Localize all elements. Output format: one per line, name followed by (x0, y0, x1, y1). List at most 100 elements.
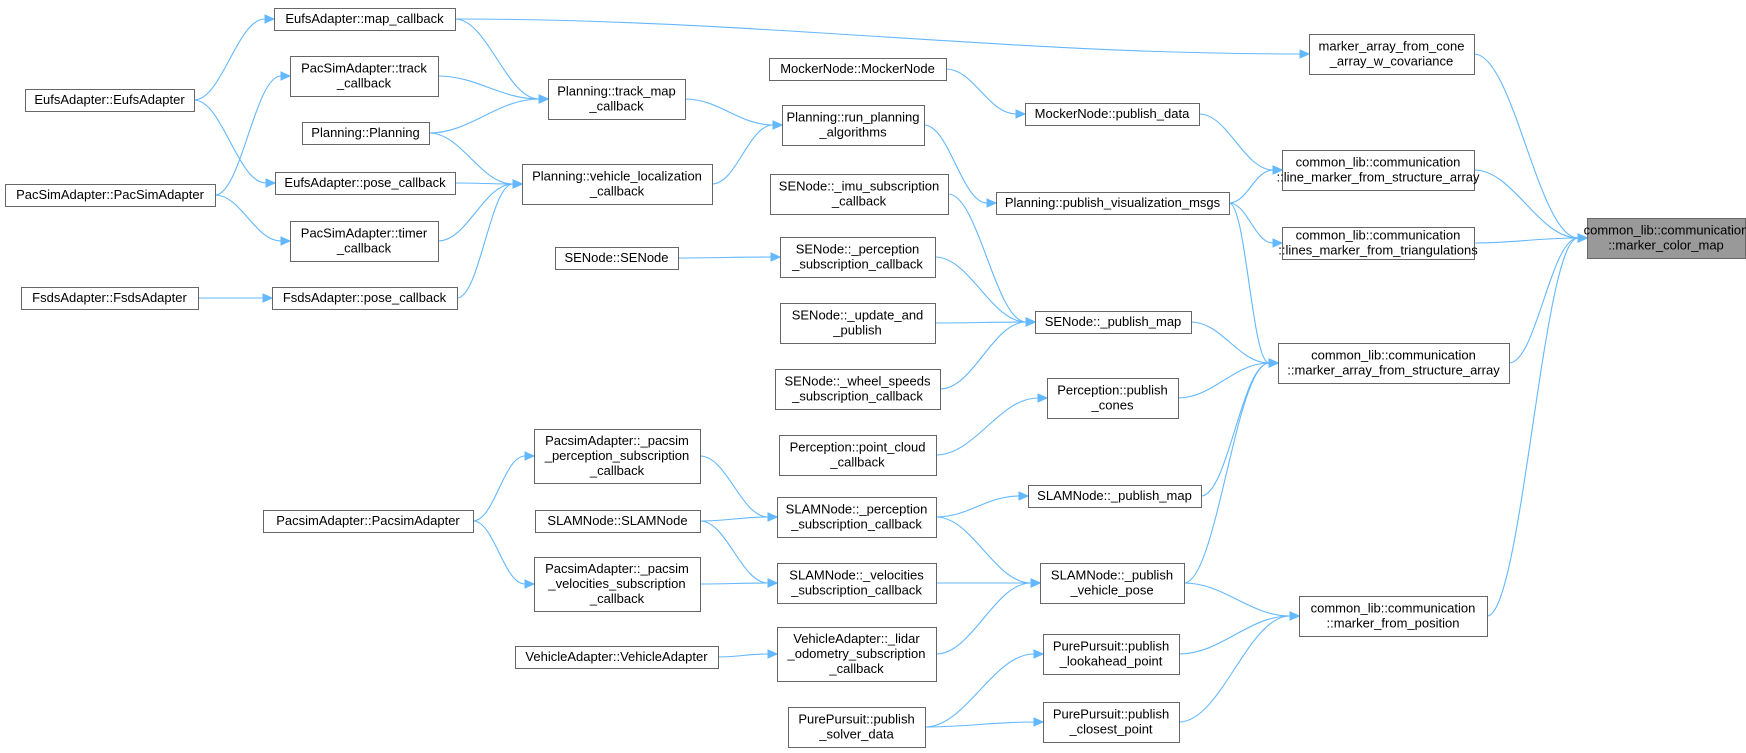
node-box (777, 497, 937, 538)
node-pp-look[interactable]: PurePursuit::publish_lookahead_point (1043, 634, 1180, 675)
edge-veh-ad-to-veh-lidar (717, 649, 779, 659)
edge-line (935, 495, 1020, 518)
node-box (1309, 34, 1475, 75)
node-box (1587, 218, 1746, 259)
edge-slam-perc-to-slam-pubmap (935, 491, 1030, 518)
node-se-wheel[interactable]: SENode::_wheel_speeds_subscription_callb… (775, 369, 941, 410)
node-label-line: SENode::_perception (796, 242, 920, 257)
edge-line (214, 194, 282, 242)
edge-eufs-ad-to-eufs-map (193, 14, 276, 101)
edge-pp-close-to-mfp (1178, 611, 1301, 723)
edge-line (437, 183, 514, 242)
node-fsds-pose[interactable]: FsdsAdapter::pose_callback (272, 287, 458, 310)
node-box (535, 510, 701, 533)
node-plan-run[interactable]: Planning::run_planning_algorithms (782, 105, 925, 146)
node-box (302, 122, 430, 145)
node-label-line: Planning::publish_visualization_msgs (1005, 195, 1221, 210)
node-pacsim2-ad[interactable]: PacsimAdapter::PacsimAdapter (263, 510, 474, 533)
edge-line (454, 182, 514, 185)
node-pacsim-ad[interactable]: PacSimAdapter::PacSimAdapter (5, 184, 216, 207)
node-label-line: _lookahead_point (1059, 654, 1163, 669)
node-se-imu[interactable]: SENode::_imu_subscription_callback (770, 174, 949, 215)
node-perc-pub[interactable]: Perception::publish_cones (1047, 378, 1179, 419)
edge-line (935, 582, 1032, 655)
edge-plan-loc-to-plan-run (711, 120, 784, 185)
node-label-line: SLAMNode::_publish_map (1037, 488, 1192, 503)
edge-arrowhead (772, 120, 784, 130)
node-pp-close[interactable]: PurePursuit::publish_closest_point (1043, 702, 1180, 743)
node-fsds-ad[interactable]: FsdsAdapter::FsdsAdapter (21, 287, 199, 310)
edge-arrowhead (280, 236, 292, 246)
edge-arrowhead (512, 179, 524, 189)
node-veh-ad[interactable]: VehicleAdapter::VehicleAdapter (515, 646, 719, 669)
node-box (782, 105, 925, 146)
edge-pp-solver-to-pp-look (924, 649, 1045, 728)
edge-line (193, 18, 266, 101)
node-se-upd[interactable]: SENode::_update_and_publish (780, 303, 936, 344)
node-label-line: common_lib::communication (1311, 601, 1476, 616)
node-label-line: _velocities_subscription (547, 576, 685, 591)
node-se-pubmap[interactable]: SENode::_publish_map (1035, 311, 1192, 334)
node-plan-track[interactable]: Planning::track_map_callback (548, 79, 686, 120)
node-box (5, 184, 216, 207)
node-box (1282, 227, 1475, 260)
node-mock-pub[interactable]: MockerNode::publish_data (1025, 103, 1200, 126)
node-label-line: Planning::run_planning (787, 110, 920, 125)
edge-arrowhead (1299, 49, 1311, 59)
edge-arrowhead (264, 14, 276, 24)
edge-line (947, 193, 1027, 323)
node-pacsim-timer[interactable]: PacSimAdapter::timer_callback (290, 221, 439, 262)
node-mfp[interactable]: common_lib::communication::marker_from_p… (1299, 596, 1488, 637)
node-root[interactable]: common_lib::communication::marker_color_… (1584, 218, 1746, 259)
node-lsmft[interactable]: common_lib::communication::lines_marker_… (1278, 227, 1478, 260)
edge-line (472, 455, 526, 522)
node-slam-pubveh[interactable]: SLAMNode::_publish_vehicle_pose (1040, 563, 1185, 604)
edge-eufs-ad-to-eufs-pose (193, 99, 277, 188)
node-eufs-pose[interactable]: EufsAdapter::pose_callback (275, 172, 456, 195)
node-plan-vis[interactable]: Planning::publish_visualization_msgs (996, 192, 1230, 215)
node-box (996, 192, 1230, 215)
node-pacsim-track[interactable]: PacSimAdapter::track_callback (290, 56, 439, 97)
node-label-line: common_lib::communication (1296, 228, 1461, 243)
edge-slam-node-to-slam-vel (699, 520, 779, 588)
edge-arrowhead (1272, 165, 1284, 175)
node-pacsim2-vel[interactable]: PacsimAdapter::_pacsim_velocities_subscr… (534, 557, 701, 612)
node-slam-perc[interactable]: SLAMNode::_perception_subscription_callb… (777, 497, 937, 538)
edge-slam-perc-to-slam-pubveh (935, 516, 1042, 588)
node-plan-loc[interactable]: Planning::vehicle_localization_callback (522, 164, 713, 205)
node-perc-pc[interactable]: Perception::point_cloud_callback (779, 435, 937, 476)
node-box (1043, 634, 1180, 675)
node-box (780, 237, 936, 278)
node-slam-node[interactable]: SLAMNode::SLAMNode (535, 510, 701, 533)
node-label-line: EufsAdapter::pose_callback (284, 175, 446, 190)
node-label-line: VehicleAdapter::VehicleAdapter (525, 649, 708, 664)
edge-slam-pubmap-to-mafsa (1200, 358, 1280, 497)
nodes-layer: common_lib::communication::marker_color_… (5, 8, 1746, 748)
node-pacsim2-perc[interactable]: PacsimAdapter::_pacsim_perception_subscr… (534, 429, 701, 484)
node-mafsa[interactable]: common_lib::communication::marker_array_… (1278, 343, 1510, 384)
node-label-line: SENode::_wheel_speeds (785, 374, 931, 389)
node-slam-pubmap[interactable]: SLAMNode::_publish_map (1028, 485, 1202, 508)
node-lmfsa[interactable]: common_lib::communication::line_marker_f… (1276, 150, 1480, 191)
node-label-line: common_lib::communication (1311, 348, 1476, 363)
edge-line (684, 98, 774, 126)
node-box (1043, 702, 1180, 743)
node-mafcawc[interactable]: marker_array_from_cone_array_w_covarianc… (1309, 34, 1475, 75)
node-box (1035, 311, 1192, 334)
node-box (555, 247, 679, 270)
node-eufs-ad[interactable]: EufsAdapter::EufsAdapter (25, 89, 195, 112)
edge-arrowhead (1033, 717, 1045, 727)
edge-lmfsa-to-root (1473, 169, 1589, 243)
edge-pacsim2-perc-to-slam-perc (699, 455, 779, 522)
node-se-perc[interactable]: SENode::_perception_subscription_callbac… (780, 237, 936, 278)
node-label-line: PurePursuit::publish (1053, 707, 1169, 722)
node-label-line: MockerNode::MockerNode (780, 61, 935, 76)
node-plan-plan[interactable]: Planning::Planning (302, 122, 430, 145)
node-slam-vel[interactable]: SLAMNode::_velocities_subscription_callb… (777, 563, 937, 604)
node-se-node[interactable]: SENode::SENode (555, 247, 679, 270)
node-pp-solver[interactable]: PurePursuit::publish_solver_data (788, 707, 926, 748)
edge-pp-solver-to-pp-close (924, 717, 1045, 728)
node-veh-lidar[interactable]: VehicleAdapter::_lidar_odometry_subscrip… (777, 627, 937, 682)
node-eufs-map[interactable]: EufsAdapter::map_callback (274, 8, 456, 31)
node-mock-node[interactable]: MockerNode::MockerNode (769, 58, 947, 81)
